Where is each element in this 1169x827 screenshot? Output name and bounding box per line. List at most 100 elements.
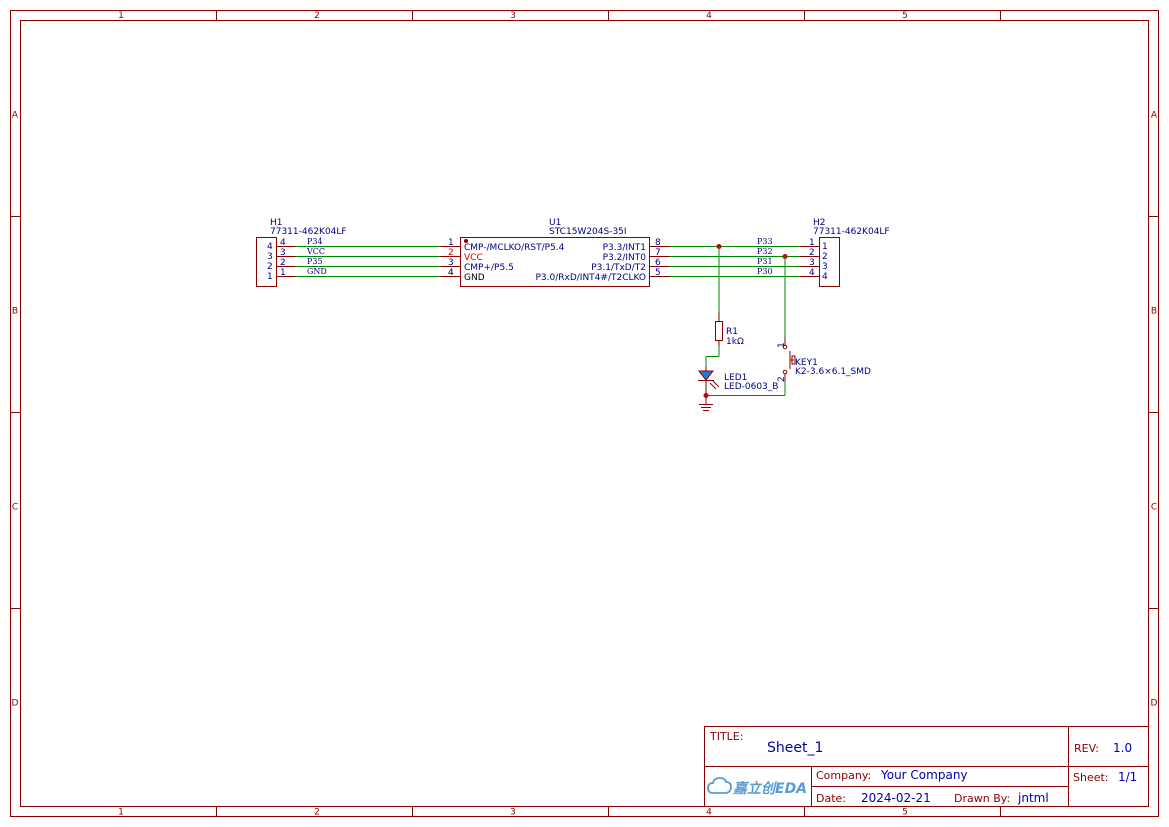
sheet-value: 1/1 (1118, 770, 1137, 784)
zone-col-1-bottom: 1 (118, 808, 124, 818)
title-block: TITLE: Sheet_1 REV: 1.0 Company: Your Co… (704, 726, 1149, 807)
resistor-r1[interactable]: R1 1kΩ (715, 312, 744, 347)
company-value: Your Company (880, 768, 968, 782)
u1-pin-4-name: GND (464, 273, 485, 283)
outer-frame (10, 10, 1159, 817)
u1-pin1-marker (464, 239, 468, 243)
h2-ref: H2 (813, 218, 826, 228)
zone-col-4-bottom: 4 (706, 808, 712, 818)
connector-h1[interactable]: H1 77311-462K04LF 4 3 2 1 4 3 2 1 (256, 218, 347, 287)
zone-row-b-left: B (12, 307, 18, 317)
u1-pin-5-name: P3.0/RxD/INT4#/T2CLKO (535, 273, 646, 283)
switch-key1[interactable]: 1 2 KEY1 K2-3.6×6.1_SMD (777, 337, 871, 382)
h1-pin-4: 4 (280, 238, 286, 248)
cloud-icon (707, 777, 732, 794)
u1-pin-2: 2 (448, 248, 454, 258)
led1-emission-arrow-2 (712, 380, 720, 388)
h1-body (256, 237, 277, 287)
key1-contact-2 (782, 369, 788, 375)
led1-value: LED-0603_B (724, 382, 778, 392)
h1-pin-1: 1 (280, 268, 286, 278)
key1-pin-1: 1 (777, 342, 787, 348)
led-led1[interactable]: LED1 LED-0603_B (697, 366, 778, 395)
h1-pin-1-outer: 1 (267, 272, 273, 282)
zone-col-5-top: 5 (902, 11, 908, 21)
net-label-vcc-left: VCC (306, 247, 325, 256)
title-label: TITLE: (709, 730, 743, 743)
title-value: Sheet_1 (767, 740, 823, 756)
u1-pin-6-name: P3.1/TxD/T2 (591, 263, 646, 273)
h2-pin-3: 3 (809, 258, 815, 268)
rev-label: REV: (1074, 742, 1099, 755)
ic-u1[interactable]: U1 STC15W204S-35I 1 2 3 4 CMP-/MCLKO/RST… (440, 218, 670, 287)
net-label-p35-left: P35 (307, 257, 323, 266)
date-label: Date: (816, 792, 846, 805)
led1-diode-icon (697, 370, 715, 381)
h2-body (819, 237, 840, 287)
net-label-p30: P30 (757, 267, 773, 276)
inner-frame (20, 20, 1149, 807)
drawn-by-label: Drawn By: (954, 792, 1010, 805)
sheet-label: Sheet: (1073, 771, 1109, 784)
wires-u1-h2: P33 P32 P31 P30 (670, 237, 800, 277)
h1-pin-2: 2 (280, 258, 286, 268)
u1-pin-8-name: P3.3/INT1 (603, 243, 646, 253)
u1-pin-2-name: VCC (464, 253, 483, 263)
h2-value: 77311-462K04LF (813, 227, 890, 237)
rev-value: 1.0 (1113, 741, 1132, 755)
u1-pin-7-name: P3.2/INT0 (603, 253, 647, 263)
u1-pin-7: 7 (655, 248, 661, 258)
branch-wires (703, 244, 788, 398)
net-label-p31: P31 (757, 257, 773, 266)
net-label-p32: P32 (757, 247, 773, 256)
zone-row-c-right: C (1151, 503, 1157, 513)
h1-pin-3: 3 (280, 248, 286, 258)
key1-pin-2: 2 (777, 376, 787, 382)
zone-col-3-bottom: 3 (510, 808, 516, 818)
led1-ref: LED1 (724, 373, 747, 383)
r1-body (715, 321, 723, 341)
u1-ref: U1 (549, 218, 561, 228)
zone-col-5-bottom: 5 (902, 808, 908, 818)
h2-pin-4: 4 (809, 268, 815, 278)
zone-row-d-right: D (1151, 699, 1158, 709)
zone-col-2-top: 2 (314, 11, 320, 21)
h2-pin-2: 2 (809, 248, 815, 258)
h1-value: 77311-462K04LF (270, 227, 347, 237)
key1-contact-1 (782, 344, 788, 350)
wires-h1-u1: P34 VCC P35 GND (296, 237, 440, 277)
h2-pin-1: 1 (809, 238, 815, 248)
connector-h2[interactable]: H2 77311-462K04LF 1 2 3 4 1 2 3 4 (800, 218, 890, 287)
net-label-p34-left: P34 (307, 237, 323, 246)
h2-pin-1-inner: 1 (822, 242, 828, 252)
led1-emission-arrow-1 (709, 382, 717, 390)
u1-pin-1: 1 (448, 238, 454, 248)
net-label-gnd-left: GND (307, 267, 327, 276)
u1-pin-8: 8 (655, 238, 661, 248)
zone-dividers (10, 10, 1159, 817)
u1-pin-3-name: CMP+/P5.5 (464, 263, 514, 273)
zone-row-a-left: A (12, 111, 19, 121)
r1-value: 1kΩ (726, 337, 744, 347)
zone-col-3-top: 3 (510, 11, 516, 21)
logo-text: 嘉立创EDA (732, 780, 807, 797)
key1-value: K2-3.6×6.1_SMD (795, 367, 871, 377)
h1-pin-2-outer: 2 (267, 262, 273, 272)
jlc-eda-logo: 嘉立创EDA (707, 777, 807, 797)
zone-col-4-top: 4 (706, 11, 712, 21)
r1-ref: R1 (726, 327, 738, 337)
zone-row-c-left: C (12, 503, 18, 513)
date-value: 2024-02-21 (861, 791, 931, 805)
u1-pin-4: 4 (448, 268, 454, 278)
company-label: Company: (816, 769, 871, 782)
drawn-by-value: jntml (1017, 791, 1049, 805)
zone-col-2-bottom: 2 (314, 808, 320, 818)
zone-col-1-top: 1 (118, 11, 124, 21)
u1-value: STC15W204S-35I (549, 227, 627, 237)
zone-row-b-right: B (1151, 307, 1157, 317)
h1-pin-4-outer: 4 (267, 242, 273, 252)
h1-ref: H1 (270, 218, 283, 228)
h2-pin-2-inner: 2 (822, 252, 828, 262)
junction-gnd (703, 393, 709, 398)
